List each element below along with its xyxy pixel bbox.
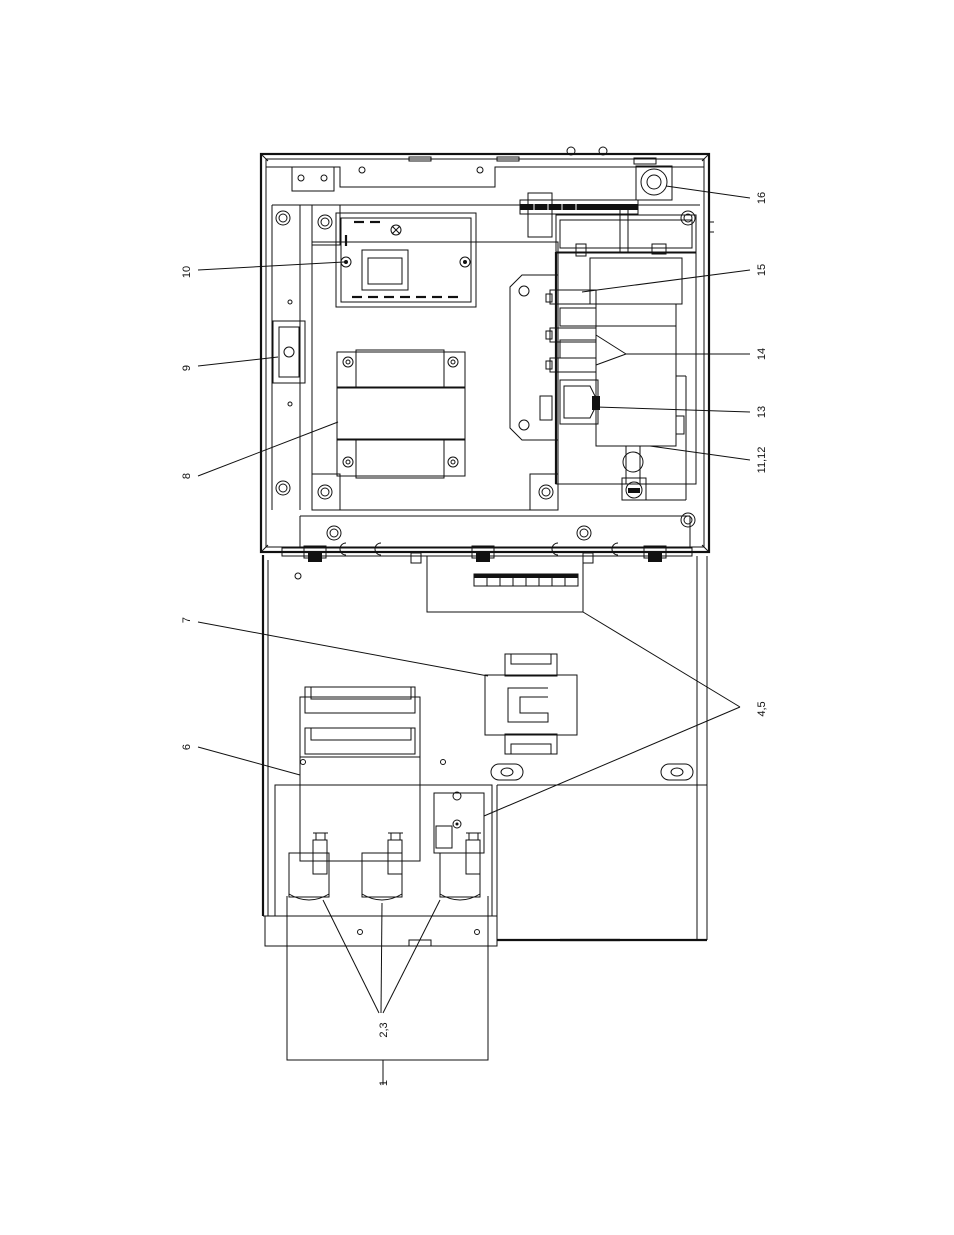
callout-6: 6 (181, 744, 193, 750)
callout-11-12: 11,12 (756, 447, 768, 474)
callout-1: 1 (378, 1080, 390, 1086)
callout-16: 16 (756, 192, 768, 204)
auxiliary-relay (434, 792, 484, 853)
lower-enclosure (263, 555, 707, 946)
callout-8: 8 (181, 473, 193, 479)
terminal-strip (427, 556, 583, 612)
callouts: 1 2,3 4,5 6 7 8 9 10 11,12 13 14 15 16 (181, 192, 768, 1086)
callout-15: 15 (756, 264, 768, 276)
callout-9: 9 (181, 365, 193, 371)
contactor (300, 687, 420, 861)
callout-4-5: 4,5 (756, 701, 768, 716)
callout-2-3: 2,3 (378, 1022, 390, 1037)
callout-10: 10 (181, 266, 193, 278)
callout-13: 13 (756, 406, 768, 418)
callout-14: 14 (756, 348, 768, 360)
control-transformer (485, 654, 577, 754)
controller-board (336, 213, 476, 307)
transformer (337, 350, 465, 478)
callout-7: 7 (181, 617, 193, 623)
